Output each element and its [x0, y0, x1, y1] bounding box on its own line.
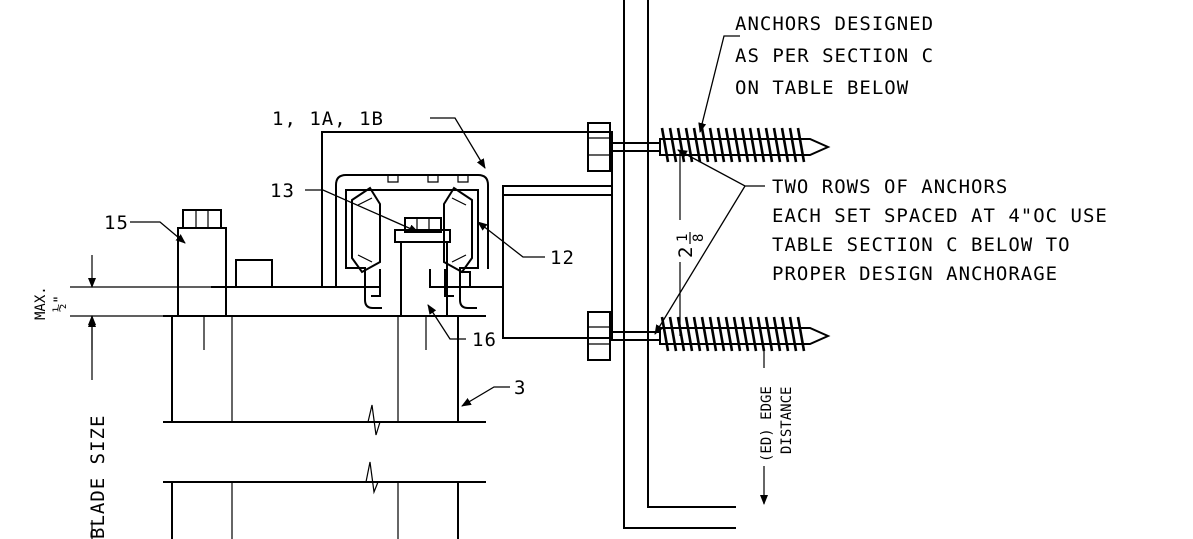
track-extrusion [211, 131, 613, 339]
anchor-screw-bottom [587, 311, 831, 361]
rows-note-line-4: PROPER DESIGN ANCHORAGE [772, 263, 1058, 285]
blade-guide-left [351, 186, 381, 274]
edge-distance-label-1: (ED) EDGE [759, 386, 775, 462]
anchors-note-line-3: ON TABLE BELOW [735, 77, 909, 99]
rows-note-line-3: TABLE SECTION C BELOW TO [772, 234, 1071, 256]
rows-note: TWO ROWS OF ANCHORS EACH SET SPACED AT 4… [772, 176, 1108, 285]
part-label-12: 12 [550, 247, 575, 269]
wall-substrate [623, 0, 736, 529]
max-dimension-label: MAX. [33, 286, 49, 320]
rows-note-line-2: EACH SET SPACED AT 4"OC USE [772, 205, 1108, 227]
anchor-spacing-whole: 2 [675, 246, 697, 258]
edge-distance-label-2: DISTANCE [779, 387, 795, 454]
shutter-blade [163, 315, 486, 539]
anchor-spacing-dimension: 2 1 8 [675, 232, 707, 258]
anchors-note: ANCHORS DESIGNED AS PER SECTION C ON TAB… [735, 13, 934, 99]
part-label-13: 13 [270, 180, 295, 202]
anchors-note-line-2: AS PER SECTION C [735, 45, 934, 67]
anchor-spacing-numerator: 1 [675, 234, 691, 242]
max-dimension-value: ½" [52, 295, 68, 312]
anchor-spacing-denominator: 8 [691, 234, 707, 242]
dimension-lines [70, 150, 768, 539]
part-label-15: 15 [104, 212, 129, 234]
anchor-screw-top [587, 122, 831, 172]
anchors-note-line-1: ANCHORS DESIGNED [735, 13, 934, 35]
part-label-16: 16 [472, 329, 497, 351]
part-label-3: 3 [514, 377, 526, 399]
blade-guide-right [443, 186, 473, 274]
lock-bolt [177, 209, 227, 317]
part-label-1: 1, 1A, 1B [272, 108, 384, 130]
rows-note-line-1: TWO ROWS OF ANCHORS [772, 176, 1008, 198]
channel-bolt [394, 217, 451, 317]
blade-size-label: BLADE SIZE [87, 415, 109, 539]
leader-lines [130, 35, 765, 407]
